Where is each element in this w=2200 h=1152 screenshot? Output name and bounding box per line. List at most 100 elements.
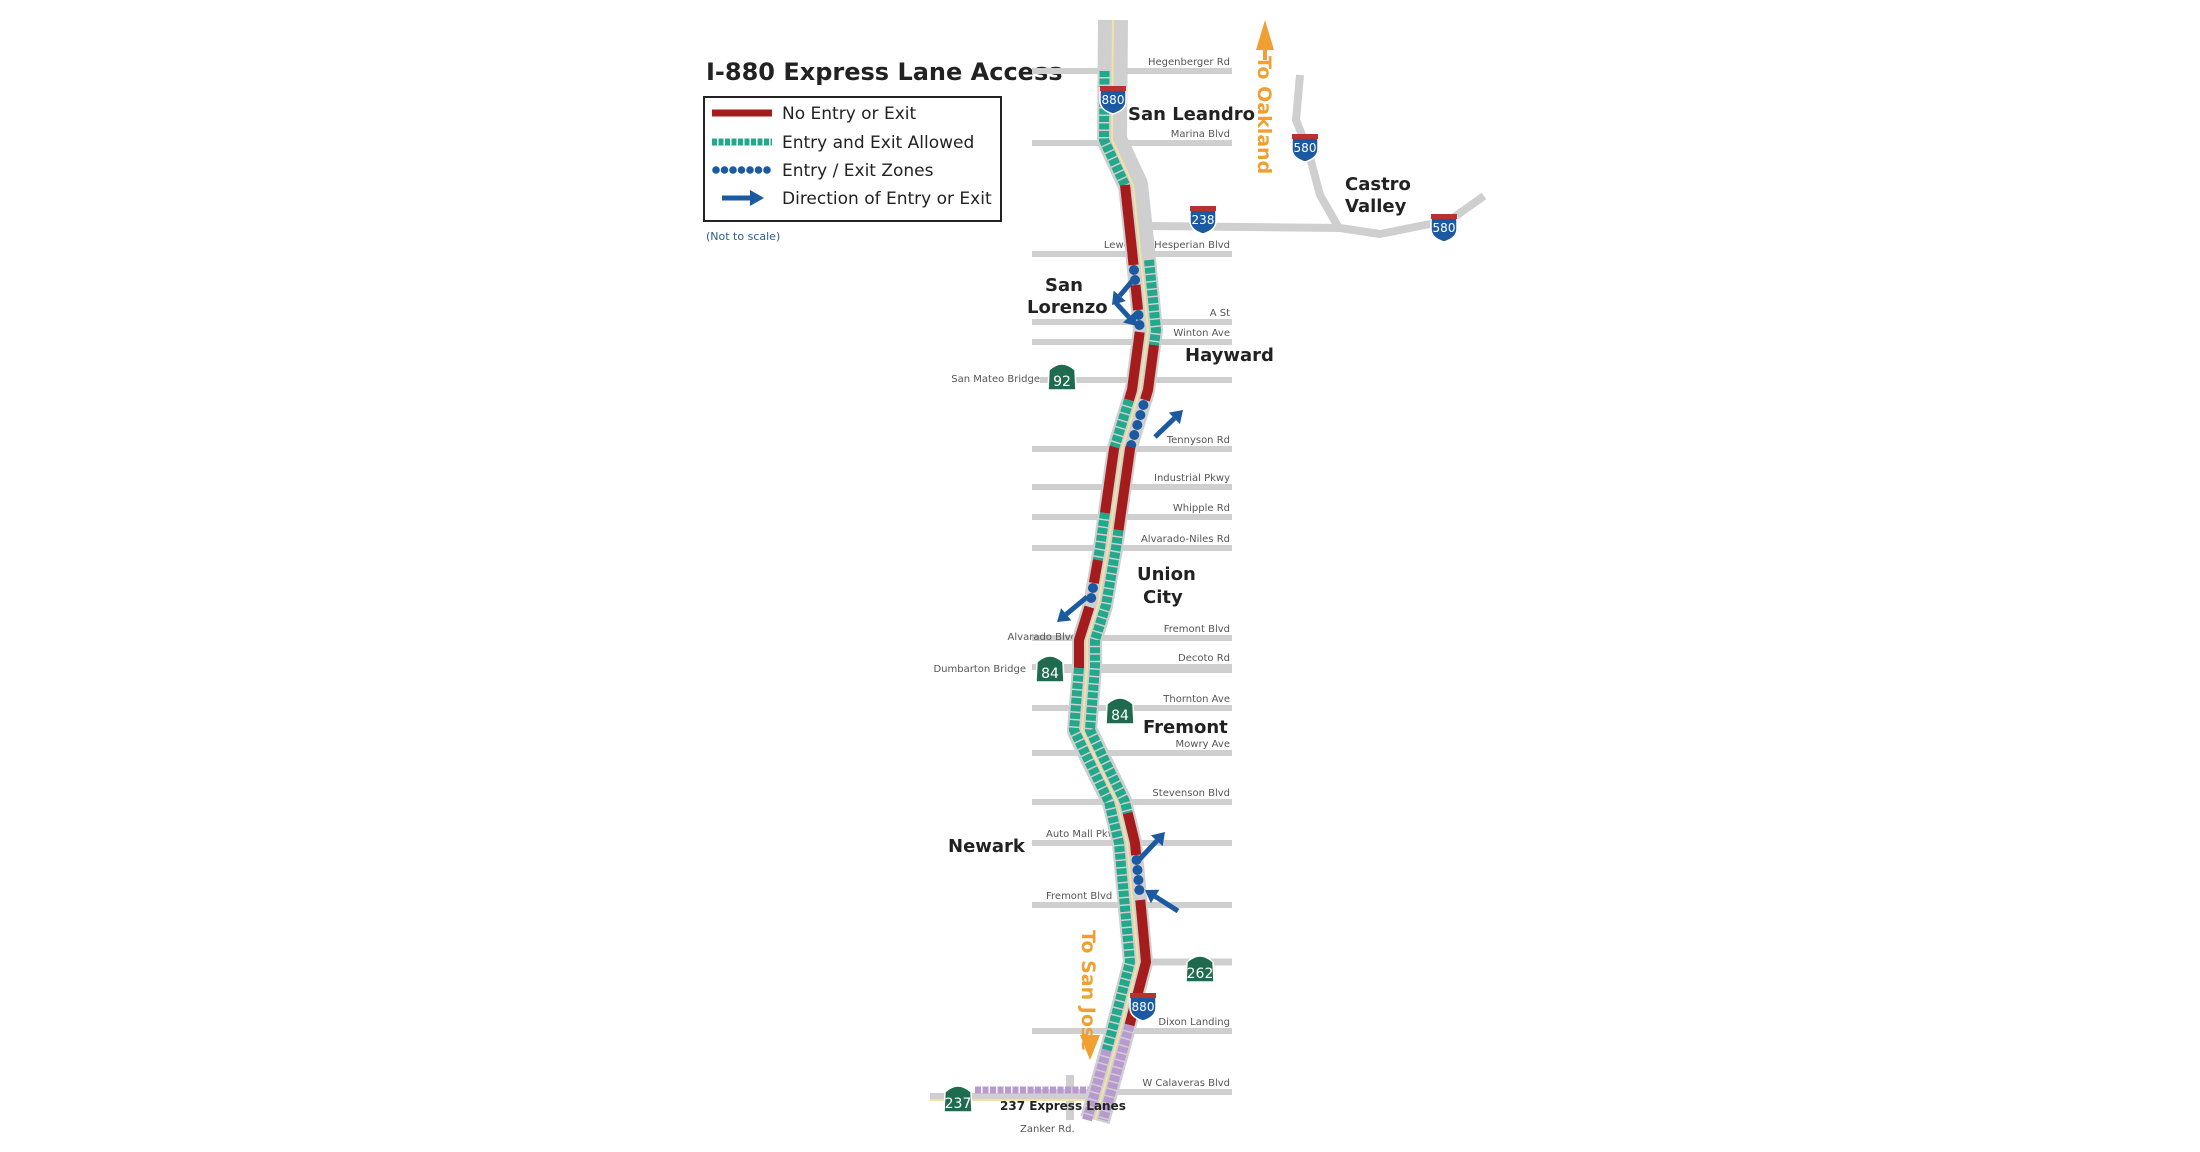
- legend-item-direction: Direction of Entry or Exit: [722, 189, 992, 209]
- zone-dot: [1132, 865, 1143, 875]
- legend-item-zones: Entry / Exit Zones: [712, 161, 934, 181]
- street-label: Tennyson Rd: [1166, 435, 1230, 446]
- zone-dot: [1086, 593, 1097, 603]
- zone-dot: [1133, 310, 1144, 320]
- direction-arrow-icon: [1145, 889, 1180, 914]
- interstate-shield-icon: 880: [1099, 86, 1127, 115]
- legend-item-allowed: Entry and Exit Allowed: [712, 133, 974, 153]
- no-entry-segment: [1073, 605, 1095, 672]
- street-label: Fremont Blvd: [1164, 624, 1230, 635]
- city-san: San: [1045, 275, 1083, 296]
- street-label: Auto Mall Pkwy: [1046, 829, 1122, 840]
- city-hayward: Hayward: [1185, 345, 1274, 366]
- express-237-segment: [1098, 1023, 1135, 1122]
- shield-number: 84: [1041, 666, 1059, 682]
- street-label: Alvarado Blvd: [1008, 632, 1077, 643]
- street-label: Dumbarton Bridge: [933, 664, 1026, 675]
- route-shields: 880 880 580 580 238 92 84 84 262 237: [943, 86, 1458, 1113]
- city-san-leandro: San Leandro: [1128, 104, 1255, 125]
- city-fremont: Fremont: [1143, 717, 1228, 738]
- no-entry-segment: [1130, 284, 1143, 311]
- city-city: City: [1143, 587, 1183, 608]
- city-lorenzo: Lorenzo: [1027, 297, 1108, 318]
- zone-dot: [754, 166, 763, 174]
- state-route-shield-icon: 262: [1185, 955, 1215, 983]
- street-label: Stevenson Blvd: [1152, 788, 1230, 799]
- street-label: Lewelling/Hesperian Blvd: [1104, 240, 1230, 251]
- zone-dot: [1134, 885, 1145, 895]
- zone-dot: [1129, 265, 1139, 275]
- shield-number: 238: [1192, 213, 1215, 227]
- shield-number: 237: [945, 1096, 972, 1112]
- zone-dot: [1132, 420, 1143, 430]
- no-entry-segment: [1120, 184, 1139, 266]
- street-label: Mowry Ave: [1176, 739, 1230, 750]
- interstate-shield-icon: 880: [1129, 993, 1157, 1022]
- arrow-up-icon: [1256, 20, 1274, 50]
- street-label: Industrial Pkwy: [1154, 473, 1230, 484]
- zone-dot: [1087, 583, 1098, 593]
- direction-arrow-icon: [1135, 832, 1165, 864]
- shield-number: 92: [1053, 374, 1071, 390]
- express-237-label: 237 Express Lanes: [1000, 1099, 1126, 1113]
- direction-arrow-icon: [1114, 301, 1137, 326]
- legend-item-no-entry: No Entry or Exit: [712, 104, 916, 124]
- shield-number: 580: [1433, 221, 1456, 235]
- street-label: Fremont Blvd: [1046, 891, 1112, 902]
- entry-exit-segment: [1109, 398, 1134, 449]
- city-valley: Valley: [1345, 196, 1407, 217]
- zone-dot: [1138, 400, 1149, 410]
- to-san-jose: To San Jose: [1077, 930, 1100, 1060]
- state-route-shield-icon: 92: [1047, 363, 1077, 391]
- street-label: Whipple Rd: [1173, 503, 1230, 514]
- no-entry-segment: [1099, 444, 1120, 514]
- state-route-shield-icon: 84: [1105, 697, 1135, 725]
- zone-dot: [712, 166, 720, 174]
- street-label: Winton Ave: [1173, 328, 1230, 339]
- zone-dot: [1129, 430, 1140, 440]
- street-label: Decoto Rd: [1178, 653, 1230, 664]
- zone-dot: [1133, 875, 1144, 885]
- legend-label: No Entry or Exit: [782, 104, 916, 124]
- shield-number: 880: [1132, 1000, 1155, 1014]
- shield-number: 880: [1102, 93, 1125, 107]
- to-oakland-label: To Oakland: [1253, 56, 1275, 174]
- to-san-jose-label: To San Jose: [1077, 930, 1099, 1051]
- legend-label: Entry and Exit Allowed: [782, 133, 974, 153]
- street-label: W Calaveras Blvd: [1142, 1078, 1230, 1089]
- street-label: Zanker Rd.: [1020, 1124, 1075, 1135]
- no-entry-segment: [1113, 444, 1136, 531]
- no-entry-segment: [1122, 811, 1142, 856]
- direction-arrows: [1057, 278, 1183, 914]
- direction-arrow-icon: [1057, 595, 1089, 622]
- zone-dot: [1135, 410, 1146, 420]
- zone-dot: [1134, 320, 1145, 330]
- zone-dot: [763, 166, 771, 174]
- street-label: Dixon Landing: [1158, 1017, 1230, 1028]
- legend-label: Direction of Entry or Exit: [782, 189, 992, 209]
- street-label: Thornton Ave: [1162, 694, 1230, 705]
- i880-freeway: [1067, 19, 1163, 1125]
- city-union: Union: [1137, 564, 1196, 585]
- express-237-segment: [1082, 1048, 1112, 1122]
- no-entry-segment: [1124, 331, 1145, 402]
- shield-number: 580: [1294, 141, 1317, 155]
- zone-dot: [720, 166, 729, 174]
- zone-dot: [729, 166, 737, 174]
- center-line: [1080, 19, 1150, 1121]
- state-route-shield-icon: 237: [943, 1085, 973, 1113]
- shield-number: 84: [1111, 708, 1129, 724]
- arrow-down-icon: [1080, 1035, 1100, 1060]
- legend-label: Entry / Exit Zones: [782, 161, 934, 181]
- street-label: Marina Blvd: [1171, 129, 1230, 140]
- street-label: Hegenberger Rd: [1148, 57, 1230, 68]
- entry-exit-segment: [1092, 512, 1110, 561]
- state-route-shield-icon: 84: [1035, 655, 1065, 683]
- interstate-shield-icon: 580: [1430, 214, 1458, 243]
- shield-number: 262: [1187, 966, 1214, 982]
- not-to-scale-note: (Not to scale): [706, 230, 780, 243]
- zone-dot: [737, 166, 746, 174]
- zone-dot: [746, 166, 754, 174]
- street-label: San Mateo Bridge: [951, 374, 1040, 385]
